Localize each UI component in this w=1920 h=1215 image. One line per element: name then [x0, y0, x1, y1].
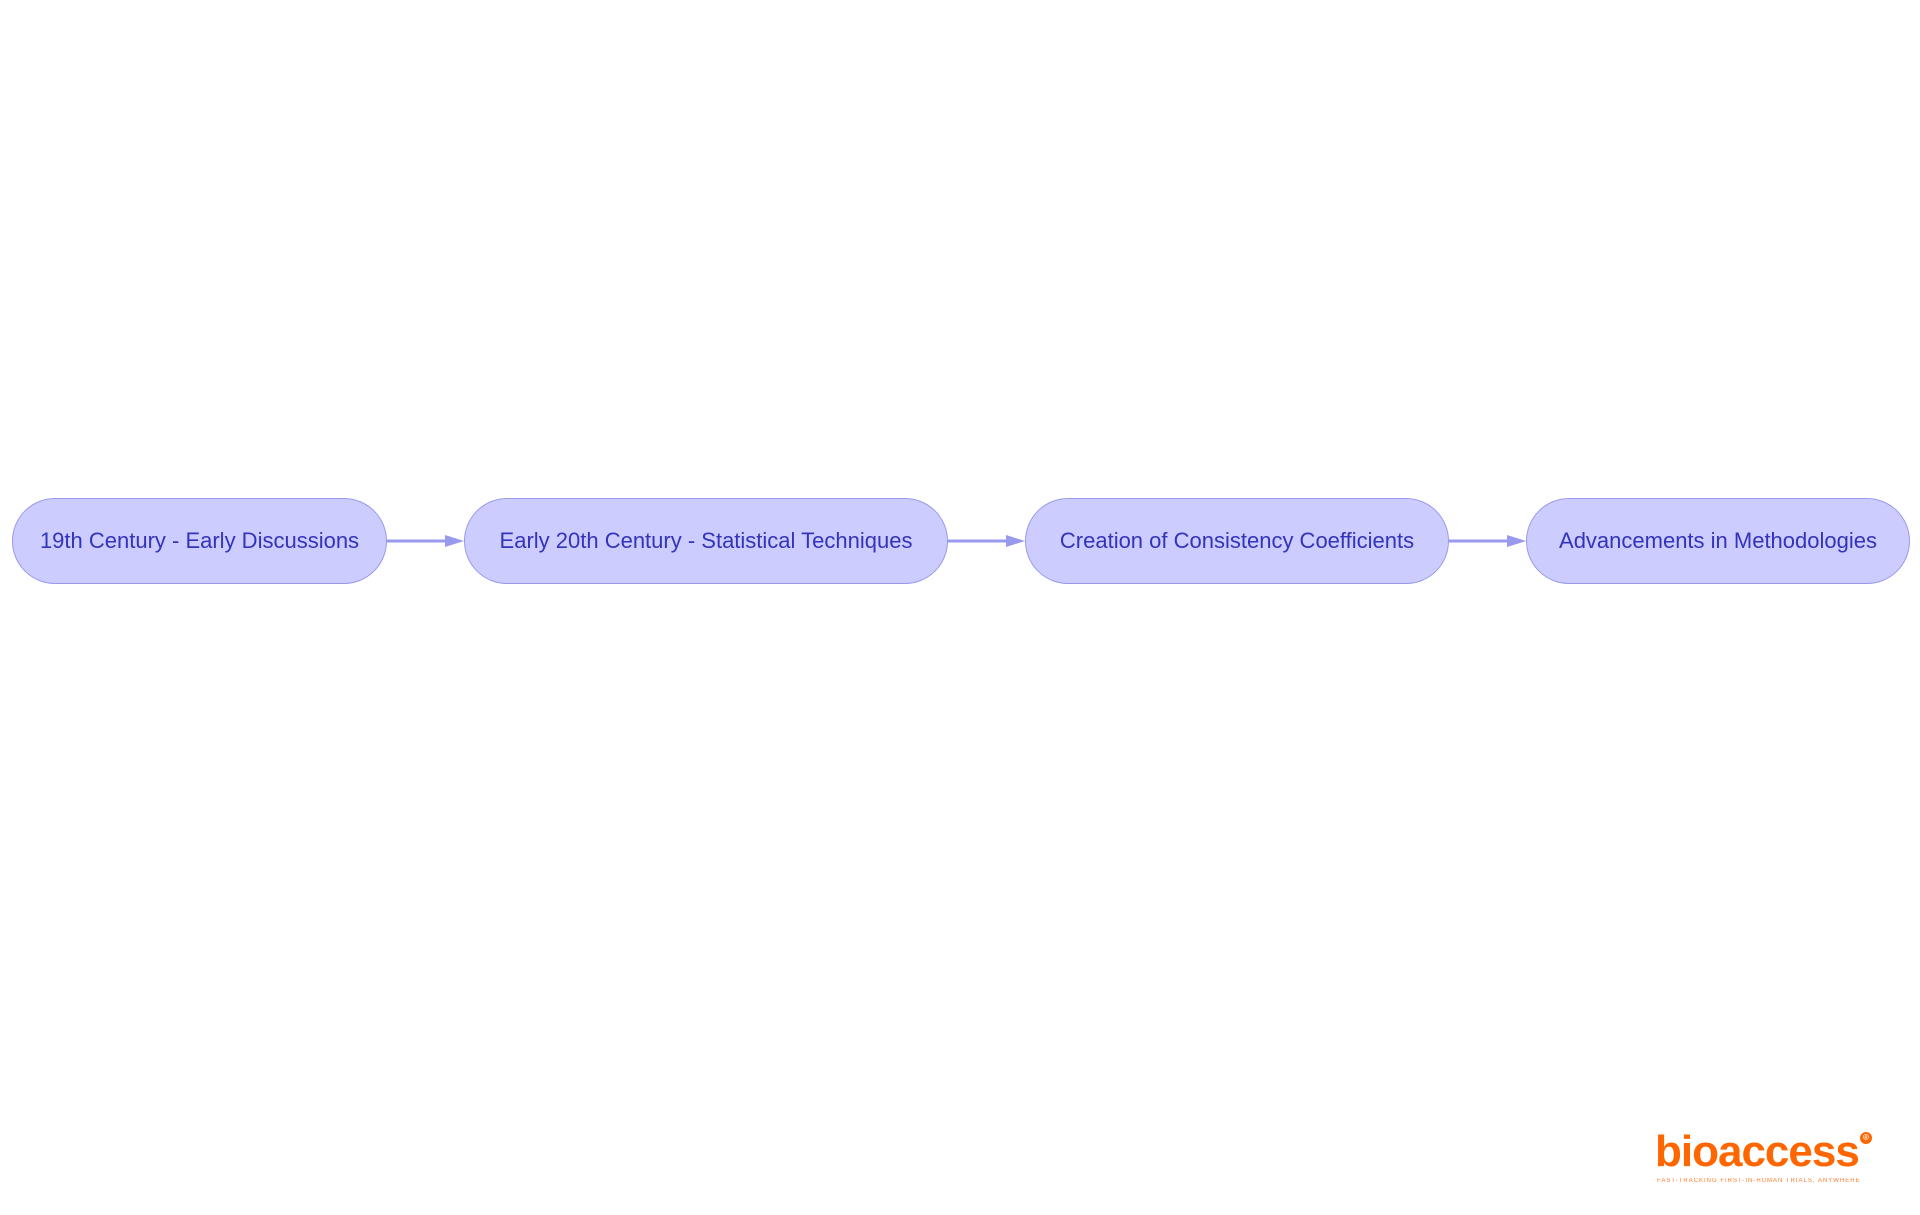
logo-wordmark: bioaccess — [1655, 1127, 1860, 1176]
node-consistency-coefficients: Creation of Consistency Coefficients — [1025, 498, 1449, 584]
node-label: Creation of Consistency Coefficients — [1059, 528, 1415, 553]
node-label: Advancements in Methodologies — [1559, 528, 1877, 553]
logo-tagline: FAST-TRACKING FIRST-IN-HUMAN TRIALS, ANY… — [1657, 1178, 1861, 1184]
node-label: Early 20th Century - Statistical Techniq… — [499, 528, 913, 553]
edge-arrow-3 — [1449, 535, 1526, 547]
edge-arrow-2 — [948, 535, 1025, 547]
node-19th-century: 19th Century - Early Discussions — [12, 498, 387, 584]
node-early-20th-century: Early 20th Century - Statistical Techniq… — [464, 498, 948, 584]
edge-arrow-1 — [387, 535, 464, 547]
registered-icon: ® — [1860, 1132, 1872, 1144]
bioaccess-logo: bioaccess ® FAST-TRACKING FIRST-IN-HUMAN… — [1655, 1128, 1877, 1186]
node-label: 19th Century - Early Discussions — [39, 528, 360, 553]
node-advancements: Advancements in Methodologies — [1526, 498, 1910, 584]
